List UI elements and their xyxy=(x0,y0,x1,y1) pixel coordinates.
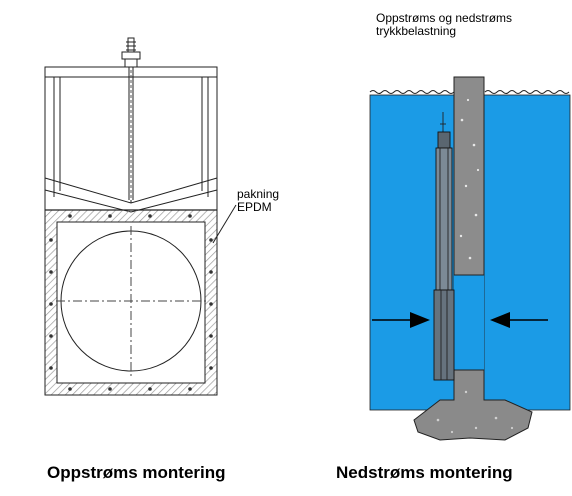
installation-cross-section xyxy=(369,76,571,441)
bore-center-lines xyxy=(56,226,206,378)
valve-spindle-top xyxy=(121,37,141,68)
concrete-sill xyxy=(413,369,533,441)
valve-stem xyxy=(128,67,134,200)
gasket-label: pakning EPDM xyxy=(237,188,279,214)
concrete-texture xyxy=(436,390,514,434)
upstream-pressure-arrow xyxy=(372,312,430,328)
upstream-installation-caption: Oppstrøms montering xyxy=(47,463,226,482)
pressure-load-label: Oppstrøms og nedstrøms trykkbelastning xyxy=(376,12,512,38)
pressure-load-label-line2: trykkbelastning xyxy=(376,24,457,38)
gasket-leader-line xyxy=(212,204,237,244)
flange-bolt-holes xyxy=(49,214,213,391)
valve-actuator-assembly xyxy=(433,112,455,381)
gate-plate-texture xyxy=(459,98,480,260)
gate-plate xyxy=(453,76,485,276)
water-surface-line xyxy=(369,90,570,94)
knife-gate-valve-front-view xyxy=(44,37,237,396)
gasket-label-line2: EPDM xyxy=(237,200,272,214)
downstream-pressure-arrow xyxy=(490,312,548,328)
gasket-label-line1: pakning xyxy=(237,187,280,201)
pressure-load-label-line1: Oppstrøms og nedstrøms xyxy=(376,11,513,25)
downstream-installation-caption: Nedstrøms montering xyxy=(336,463,513,482)
downstream-water xyxy=(483,94,571,411)
channel-water xyxy=(454,275,484,370)
